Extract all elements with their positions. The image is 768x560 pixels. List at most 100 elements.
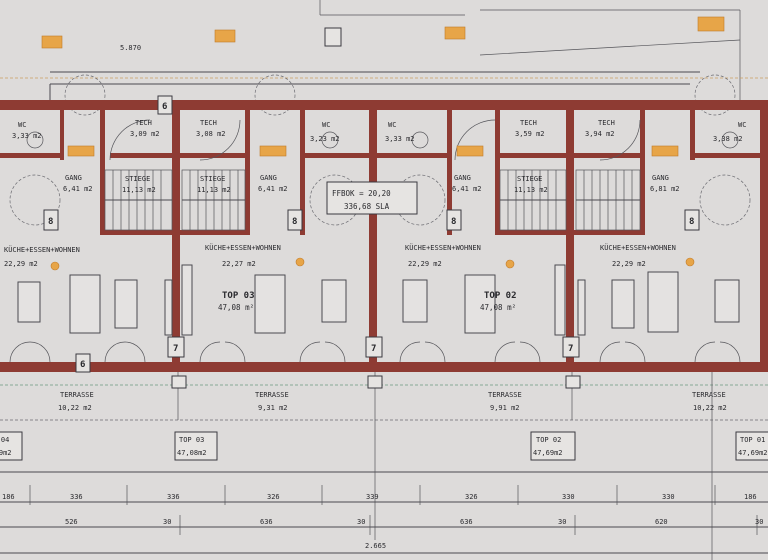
total-dimension: 2.665 <box>365 542 386 550</box>
dimension-value: 336 <box>167 493 180 501</box>
room-label: STIEGE <box>517 175 542 183</box>
room-label: WC <box>18 121 26 129</box>
room-area: 3,09 m2 <box>130 130 160 138</box>
tv-unit <box>114 279 138 329</box>
unit-label: TOP 02 <box>484 291 517 301</box>
ffbok-label: FFBOK = 20,20 <box>332 189 391 198</box>
room-area: 22,27 m2 <box>222 260 256 268</box>
room-label: GANG <box>260 174 277 182</box>
unit-3-labels: WC 3,33 m2 TECH 3,59 m2 GANG 6,41 m2 STI… <box>385 119 548 412</box>
door-number: 8 <box>292 217 297 227</box>
room-area: 6,41 m2 <box>63 185 93 193</box>
room-area: 3,33 m2 <box>12 132 42 140</box>
unit-area: 47,08 m² <box>218 303 254 312</box>
dimension-value: 326 <box>465 493 478 501</box>
room-label: GANG <box>65 174 82 182</box>
room-label: TERRASSE <box>60 391 94 399</box>
room-area: 10,22 m2 <box>58 404 92 412</box>
door-number: 7 <box>371 344 376 354</box>
door-number: 6 <box>162 102 167 112</box>
level-tag <box>41 35 63 49</box>
dimension-value: 326 <box>267 493 280 501</box>
dimension-value: 526 <box>65 518 78 526</box>
room-label: TECH <box>520 119 537 127</box>
room-area: 9,31 m2 <box>258 404 288 412</box>
dimension-value: 30 <box>357 518 365 526</box>
door-number: 8 <box>48 217 53 227</box>
door-number: 7 <box>173 344 178 354</box>
dining-table <box>402 279 428 323</box>
room-label: STIEGE <box>125 175 150 183</box>
room-label: TECH <box>135 119 152 127</box>
room-label: STIEGE <box>200 175 225 183</box>
room-label: TERRASSE <box>488 391 522 399</box>
top-tag-area: 47,69m2 <box>533 449 563 457</box>
stairs <box>104 169 641 231</box>
room-label: GANG <box>652 174 669 182</box>
dimension-value: 620 <box>655 518 668 526</box>
room-area: 3,59 m2 <box>515 130 545 138</box>
room-label: KÜCHE+ESSEN+WOHNEN <box>600 243 676 252</box>
exterior-top: 5.870 <box>0 0 768 116</box>
room-area: 22,29 m2 <box>408 260 442 268</box>
room-label: TECH <box>598 119 615 127</box>
dimension-chains: 186 336 336 326 339 326 330 330 186 526 … <box>0 485 768 554</box>
walls <box>0 100 768 372</box>
sofa <box>254 274 286 334</box>
top-tag-area: 47,69m2 <box>738 449 768 457</box>
room-area: 3,33 m2 <box>385 135 415 143</box>
top-tags: TOP 04 47,69m2 TOP 03 47,08m2 TOP 02 47,… <box>0 431 768 461</box>
dimension-value: 30 <box>558 518 566 526</box>
door-number: 7 <box>568 344 573 354</box>
dining-table <box>17 281 41 323</box>
door-number: 6 <box>80 360 85 370</box>
room-area: 6,41 m2 <box>258 185 288 193</box>
dimension-value: 186 <box>2 493 15 501</box>
room-label: KÜCHE+ESSEN+WOHNEN <box>205 243 281 252</box>
room-area: 3,94 m2 <box>585 130 615 138</box>
dimension-value: 330 <box>562 493 575 501</box>
room-label: WC <box>388 121 396 129</box>
dimension-value: 336 <box>70 493 83 501</box>
top-tag-area: 47,08m2 <box>177 449 207 457</box>
dimension-value: 339 <box>366 493 379 501</box>
room-area: 11,13 m2 <box>122 186 156 194</box>
room-area: 11,13 m2 <box>514 186 548 194</box>
dimension-value: 30 <box>755 518 763 526</box>
room-label: KÜCHE+ESSEN+WOHNEN <box>4 245 80 254</box>
room-area: 11,13 m2 <box>197 186 231 194</box>
level-tag <box>214 29 236 43</box>
dimension-value: 30 <box>163 518 171 526</box>
room-area: 6,41 m2 <box>452 185 482 193</box>
dining-table <box>714 279 740 323</box>
sofa <box>647 271 679 333</box>
dining-table <box>321 279 347 323</box>
drain-box <box>324 27 342 47</box>
level-tag <box>697 16 725 32</box>
site-lines <box>0 372 768 560</box>
sla-label: 336,68 SLA <box>344 202 390 211</box>
door-numbers: 6 6 7 7 7 8 8 8 8 <box>43 95 700 373</box>
level-tags <box>50 145 695 271</box>
top-tag-label: TOP 02 <box>536 436 561 444</box>
dimension-value: 636 <box>460 518 473 526</box>
top-tag-label: TOP 01 <box>740 436 765 444</box>
level-tag <box>444 26 466 40</box>
room-area: 3,08 m2 <box>196 130 226 138</box>
room-area: 10,22 m2 <box>693 404 727 412</box>
room-area: 3,23 m2 <box>310 135 340 143</box>
room-label: TECH <box>200 119 217 127</box>
unit-4-labels: WC 3,38 m2 TECH 3,94 m2 GANG 6,81 m2 KÜC… <box>585 119 746 412</box>
room-area: 6,81 m2 <box>650 185 680 193</box>
tv-unit <box>611 279 635 329</box>
dimension-value: 186 <box>744 493 757 501</box>
furniture <box>17 264 740 336</box>
room-area: 3,38 m2 <box>713 135 743 143</box>
top-tag-label: TOP 03 <box>179 436 204 444</box>
room-label: TERRASSE <box>692 391 726 399</box>
room-label: WC <box>322 121 330 129</box>
room-area: 22,29 m2 <box>4 260 38 268</box>
sofa <box>69 274 101 334</box>
unit-2-labels: WC 3,23 m2 TECH 3,08 m2 GANG 6,41 m2 STI… <box>196 119 340 412</box>
